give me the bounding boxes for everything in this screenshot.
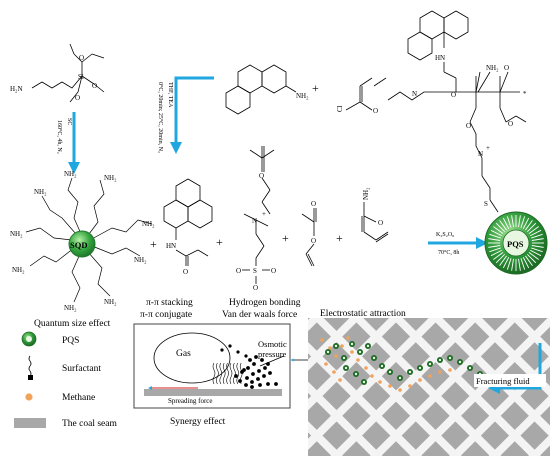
acrylamide-hn-label: HN <box>166 242 176 250</box>
spreading-force-label: Spreading force <box>168 397 213 405</box>
acrylamide-o-label-2: O <box>378 219 383 227</box>
polymer-star-label: * <box>523 90 527 98</box>
thf-step-label: THF, TEA <box>167 82 173 108</box>
sqd-arm-nh2-6: NH₂ <box>64 304 77 312</box>
acrylamide-nh2-label: NH₂ <box>362 187 370 200</box>
sqd-arm-nh2-8: NH₂ <box>10 230 23 238</box>
plus-sign-mid-1: + <box>150 237 157 251</box>
acrylamide-molecule <box>361 202 389 243</box>
aptes-amine-label: H₂N <box>10 85 23 93</box>
osmotic-pressure-label-2: pressure <box>258 349 287 359</box>
aptes-molecule <box>31 43 105 103</box>
electrostatic-attraction-label: Electrostatic attraction <box>320 309 406 319</box>
k2s2o8-conditions-label: 70°C, 8h <box>438 249 459 256</box>
sc-step-label: SC <box>66 118 72 125</box>
polymer-n-label-2: N <box>478 150 483 158</box>
hydrogen-bonding-label: Hydrogen bonding <box>229 298 301 308</box>
plus-sign-mid-2: + <box>216 235 223 249</box>
monomer-s-label: S <box>253 267 257 275</box>
sulfobetaine-monomer <box>242 146 275 284</box>
polymer-nh2-label: NH₂ <box>486 64 499 72</box>
thf-conditions-label: 0°C, 20min; 25°C, 20min, N₂ <box>157 82 164 153</box>
sqd-arm-nh2-1: NH₂ <box>104 174 117 182</box>
van-der-waals-label: Van der waals force <box>222 309 297 320</box>
gas-label: Gas <box>176 349 191 359</box>
polymer-o-label-2: O <box>504 64 509 72</box>
pi-conjugate-label: π-π conjugate <box>140 310 192 320</box>
sqd-label: SQD <box>70 240 87 250</box>
plus-sign-mid-3: + <box>282 231 289 245</box>
aminophenanthrene-molecule <box>225 64 297 115</box>
polymer-hn-label: HN <box>435 54 445 62</box>
synergy-effect-label: Synergy effect <box>170 416 226 427</box>
acryloyl-cl-label: Cl <box>336 105 344 112</box>
polymer-o-label-4: O <box>508 120 513 128</box>
plus-sign-mid-4: + <box>336 231 343 245</box>
plus-sign-top: + <box>312 81 319 95</box>
monomer-plus-charge: + <box>262 210 266 218</box>
pqs-particle <box>484 211 548 275</box>
pi-stacking-label: π-π stacking <box>146 298 193 308</box>
legend-methane-label: Methane <box>62 393 95 403</box>
aptes-si-label: Si <box>78 73 84 81</box>
quantum-size-effect-label: Quantum size effect <box>34 318 111 329</box>
fracturing-fluid-label: Fracturing fluid <box>476 376 530 386</box>
monomer-o-label-1: O <box>259 172 264 180</box>
sqd-nanoparticle <box>25 177 153 303</box>
sqd-arm-nh2-7: NH₂ <box>12 266 25 274</box>
polymer-o-label-1: O <box>451 91 456 99</box>
coal-surface <box>144 389 282 396</box>
sqd-arm-nh2-9: NH₂ <box>34 188 47 196</box>
pqs-label: PQS <box>507 239 524 249</box>
legend-surfactant-label: Surfactant <box>62 363 101 374</box>
aptes-o-label-3: O <box>75 94 80 102</box>
acryloyl-o-label: O <box>373 107 378 115</box>
monomer-o-label-4: O <box>253 284 258 292</box>
osmotic-pressure-label-1: Osmotic <box>258 339 287 349</box>
polymer-plus-charge: + <box>486 144 490 152</box>
acryloyl-chloride-molecule <box>345 77 387 111</box>
sqd-arm-nh2-5: NH₂ <box>104 298 117 306</box>
vinyl-acetate-o-label-1: O <box>311 200 316 208</box>
legend-pqs-label: PQS <box>62 336 79 346</box>
surfactant-cluster <box>212 344 278 389</box>
thf-reaction-arrow <box>170 76 214 154</box>
synergy-effect-panel <box>133 323 291 409</box>
aptes-o-label-1: O <box>79 54 84 62</box>
fracturing-fluid-arrow <box>488 343 542 394</box>
vinyl-acetate-molecule <box>301 208 317 267</box>
osmotic-pressure-pointer <box>259 355 285 367</box>
legend: PQS Surfactant Methane The coal seam <box>14 331 117 429</box>
sc-conditions-label: 160°C, 4h, N₂ <box>56 120 63 154</box>
polymer-o-label-3: O <box>466 122 471 130</box>
aptes-o-label-2: O <box>92 82 97 90</box>
aminophenanthrene-nh2-label: NH₂ <box>296 92 309 100</box>
monomer-o-label-3: O <box>271 267 276 275</box>
sqd-arm-nh2-2: NH₂ <box>64 170 77 178</box>
acrylamide-o-label: O <box>183 268 188 276</box>
coal-seam-swatch-icon <box>14 418 46 428</box>
monomer-n-label: N <box>252 217 257 225</box>
phenanthrenyl-acrylamide-molecule <box>163 178 213 266</box>
monomer-o-label-2: O <box>236 267 241 275</box>
vinyl-acetate-o-label-2: O <box>311 237 316 245</box>
sqd-arm-nh2-4: NH₂ <box>134 256 147 264</box>
k2s2o8-step-label: K₂S₂O₈ <box>436 232 454 238</box>
polymer-structure <box>387 10 527 213</box>
methane-dot-icon <box>25 393 33 401</box>
legend-coal-seam-label: The coal seam <box>62 419 117 429</box>
polymer-n-label: N <box>412 90 417 98</box>
sqd-arm-nh2-3: NH₂ <box>142 220 155 228</box>
pqs-sphere-icon <box>21 331 37 347</box>
polymer-s-label: S <box>484 200 488 208</box>
surfactant-icon <box>28 355 33 380</box>
